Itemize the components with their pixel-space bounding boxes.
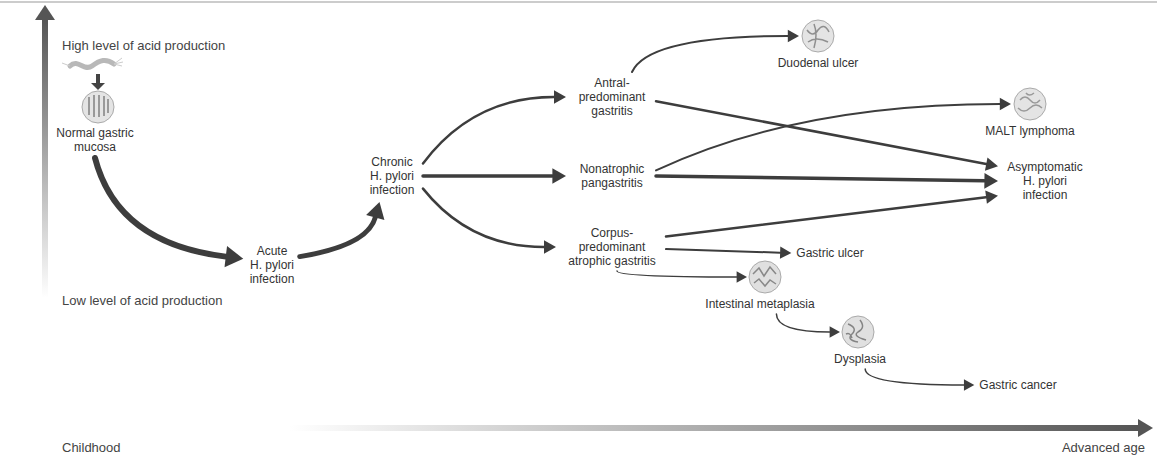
node-text: Antral-predominant gastritis xyxy=(572,76,652,118)
arrow-head xyxy=(552,168,566,184)
stage-label: Antral-predominant gastritis xyxy=(572,76,652,118)
histology-icon xyxy=(82,91,114,123)
histology-icon xyxy=(1014,88,1046,120)
arrow-line xyxy=(632,36,788,72)
arrow-head xyxy=(544,240,556,254)
node-text: Gastric ulcer xyxy=(796,246,863,260)
arrow-line xyxy=(666,197,986,236)
arrow-connector xyxy=(865,369,974,391)
arrow-line xyxy=(300,217,376,256)
arrow-connector xyxy=(656,173,998,189)
arrow-connector xyxy=(666,246,791,258)
arrow-connector xyxy=(423,189,556,254)
node-text: Dysplasia xyxy=(834,352,886,366)
node-text: Duodenal ulcer xyxy=(778,56,859,70)
node-text: Chronic H. pylori infection xyxy=(367,155,417,197)
stage-label: Asymptomatic H. pylori infection xyxy=(1003,160,1087,202)
age-axis-arrow xyxy=(290,419,1153,437)
arrow-connector xyxy=(617,271,747,283)
node-text: Asymptomatic H. pylori infection xyxy=(1003,160,1087,202)
node-text: Corpus-predominant atrophic gastritis xyxy=(562,226,662,268)
arrow-line xyxy=(423,189,544,247)
arrow-line xyxy=(656,176,984,181)
stage-label: Chronic H. pylori infection xyxy=(367,155,417,197)
arrow-line xyxy=(423,97,554,163)
arrow-connector xyxy=(666,190,998,236)
arrow-line xyxy=(865,369,964,385)
arrow-connector xyxy=(423,90,566,163)
top-rule xyxy=(0,2,1157,3)
arrow-line xyxy=(656,101,986,164)
node-text: Intestinal metaplasia xyxy=(705,297,814,311)
stage-label: Gastric ulcer xyxy=(796,246,863,260)
axis-label: High level of acid production xyxy=(62,38,225,53)
axis-label: Advanced age xyxy=(1062,440,1145,455)
arrow-head xyxy=(366,202,384,220)
arrow-connector xyxy=(632,30,799,72)
arrow-head xyxy=(985,190,998,203)
arrow-line xyxy=(656,104,1000,170)
arrow-line xyxy=(666,249,780,253)
arrow-head xyxy=(1000,98,1011,110)
axis-label: Low level of acid production xyxy=(62,293,222,308)
arrow-connector xyxy=(95,158,243,267)
stage-label: Intestinal metaplasia xyxy=(705,297,814,311)
arrow-line xyxy=(617,271,737,277)
arrow-head xyxy=(737,271,747,282)
arrow-head xyxy=(984,173,998,189)
arrow-line xyxy=(423,174,552,178)
arrow-head xyxy=(225,246,244,267)
arrow-line xyxy=(95,158,226,257)
node-text: Nonatrophic pangastritis xyxy=(572,162,652,190)
arrow-connector xyxy=(656,98,1011,171)
node-text: Gastric cancer xyxy=(979,378,1056,392)
arrow-head xyxy=(830,326,840,337)
infection-arrow xyxy=(91,74,105,90)
stage-label: Acute H. pylori infection xyxy=(249,244,295,286)
stage-label: Gastric cancer xyxy=(979,378,1056,392)
histology-icon xyxy=(749,261,781,293)
arrow-connector xyxy=(423,168,566,184)
arrow-connector xyxy=(776,314,840,338)
stage-label: Corpus-predominant atrophic gastritis xyxy=(562,226,662,268)
stage-label: Normal gastric mucosa xyxy=(50,126,140,154)
acid-axis-arrow xyxy=(35,5,55,298)
node-text: Acute H. pylori infection xyxy=(249,244,295,286)
arrow-head xyxy=(985,157,998,170)
stage-label: Duodenal ulcer xyxy=(778,56,859,70)
arrow-head xyxy=(964,379,974,390)
histology-icon xyxy=(802,20,834,52)
stage-label: Dysplasia xyxy=(834,352,886,366)
bacterium-icon xyxy=(62,58,123,68)
arrow-head xyxy=(788,30,799,42)
histology-icon xyxy=(842,316,874,348)
axis-label: Childhood xyxy=(62,440,121,455)
arrow-head xyxy=(554,90,566,104)
arrow-line xyxy=(776,314,829,332)
arrow-connector xyxy=(656,101,998,170)
arrow-head xyxy=(780,246,791,258)
node-text: Normal gastric mucosa xyxy=(50,126,140,154)
node-text: MALT lymphoma xyxy=(985,124,1075,138)
stage-label: Nonatrophic pangastritis xyxy=(572,162,652,190)
arrow-connector xyxy=(300,202,385,257)
stage-label: MALT lymphoma xyxy=(985,124,1075,138)
